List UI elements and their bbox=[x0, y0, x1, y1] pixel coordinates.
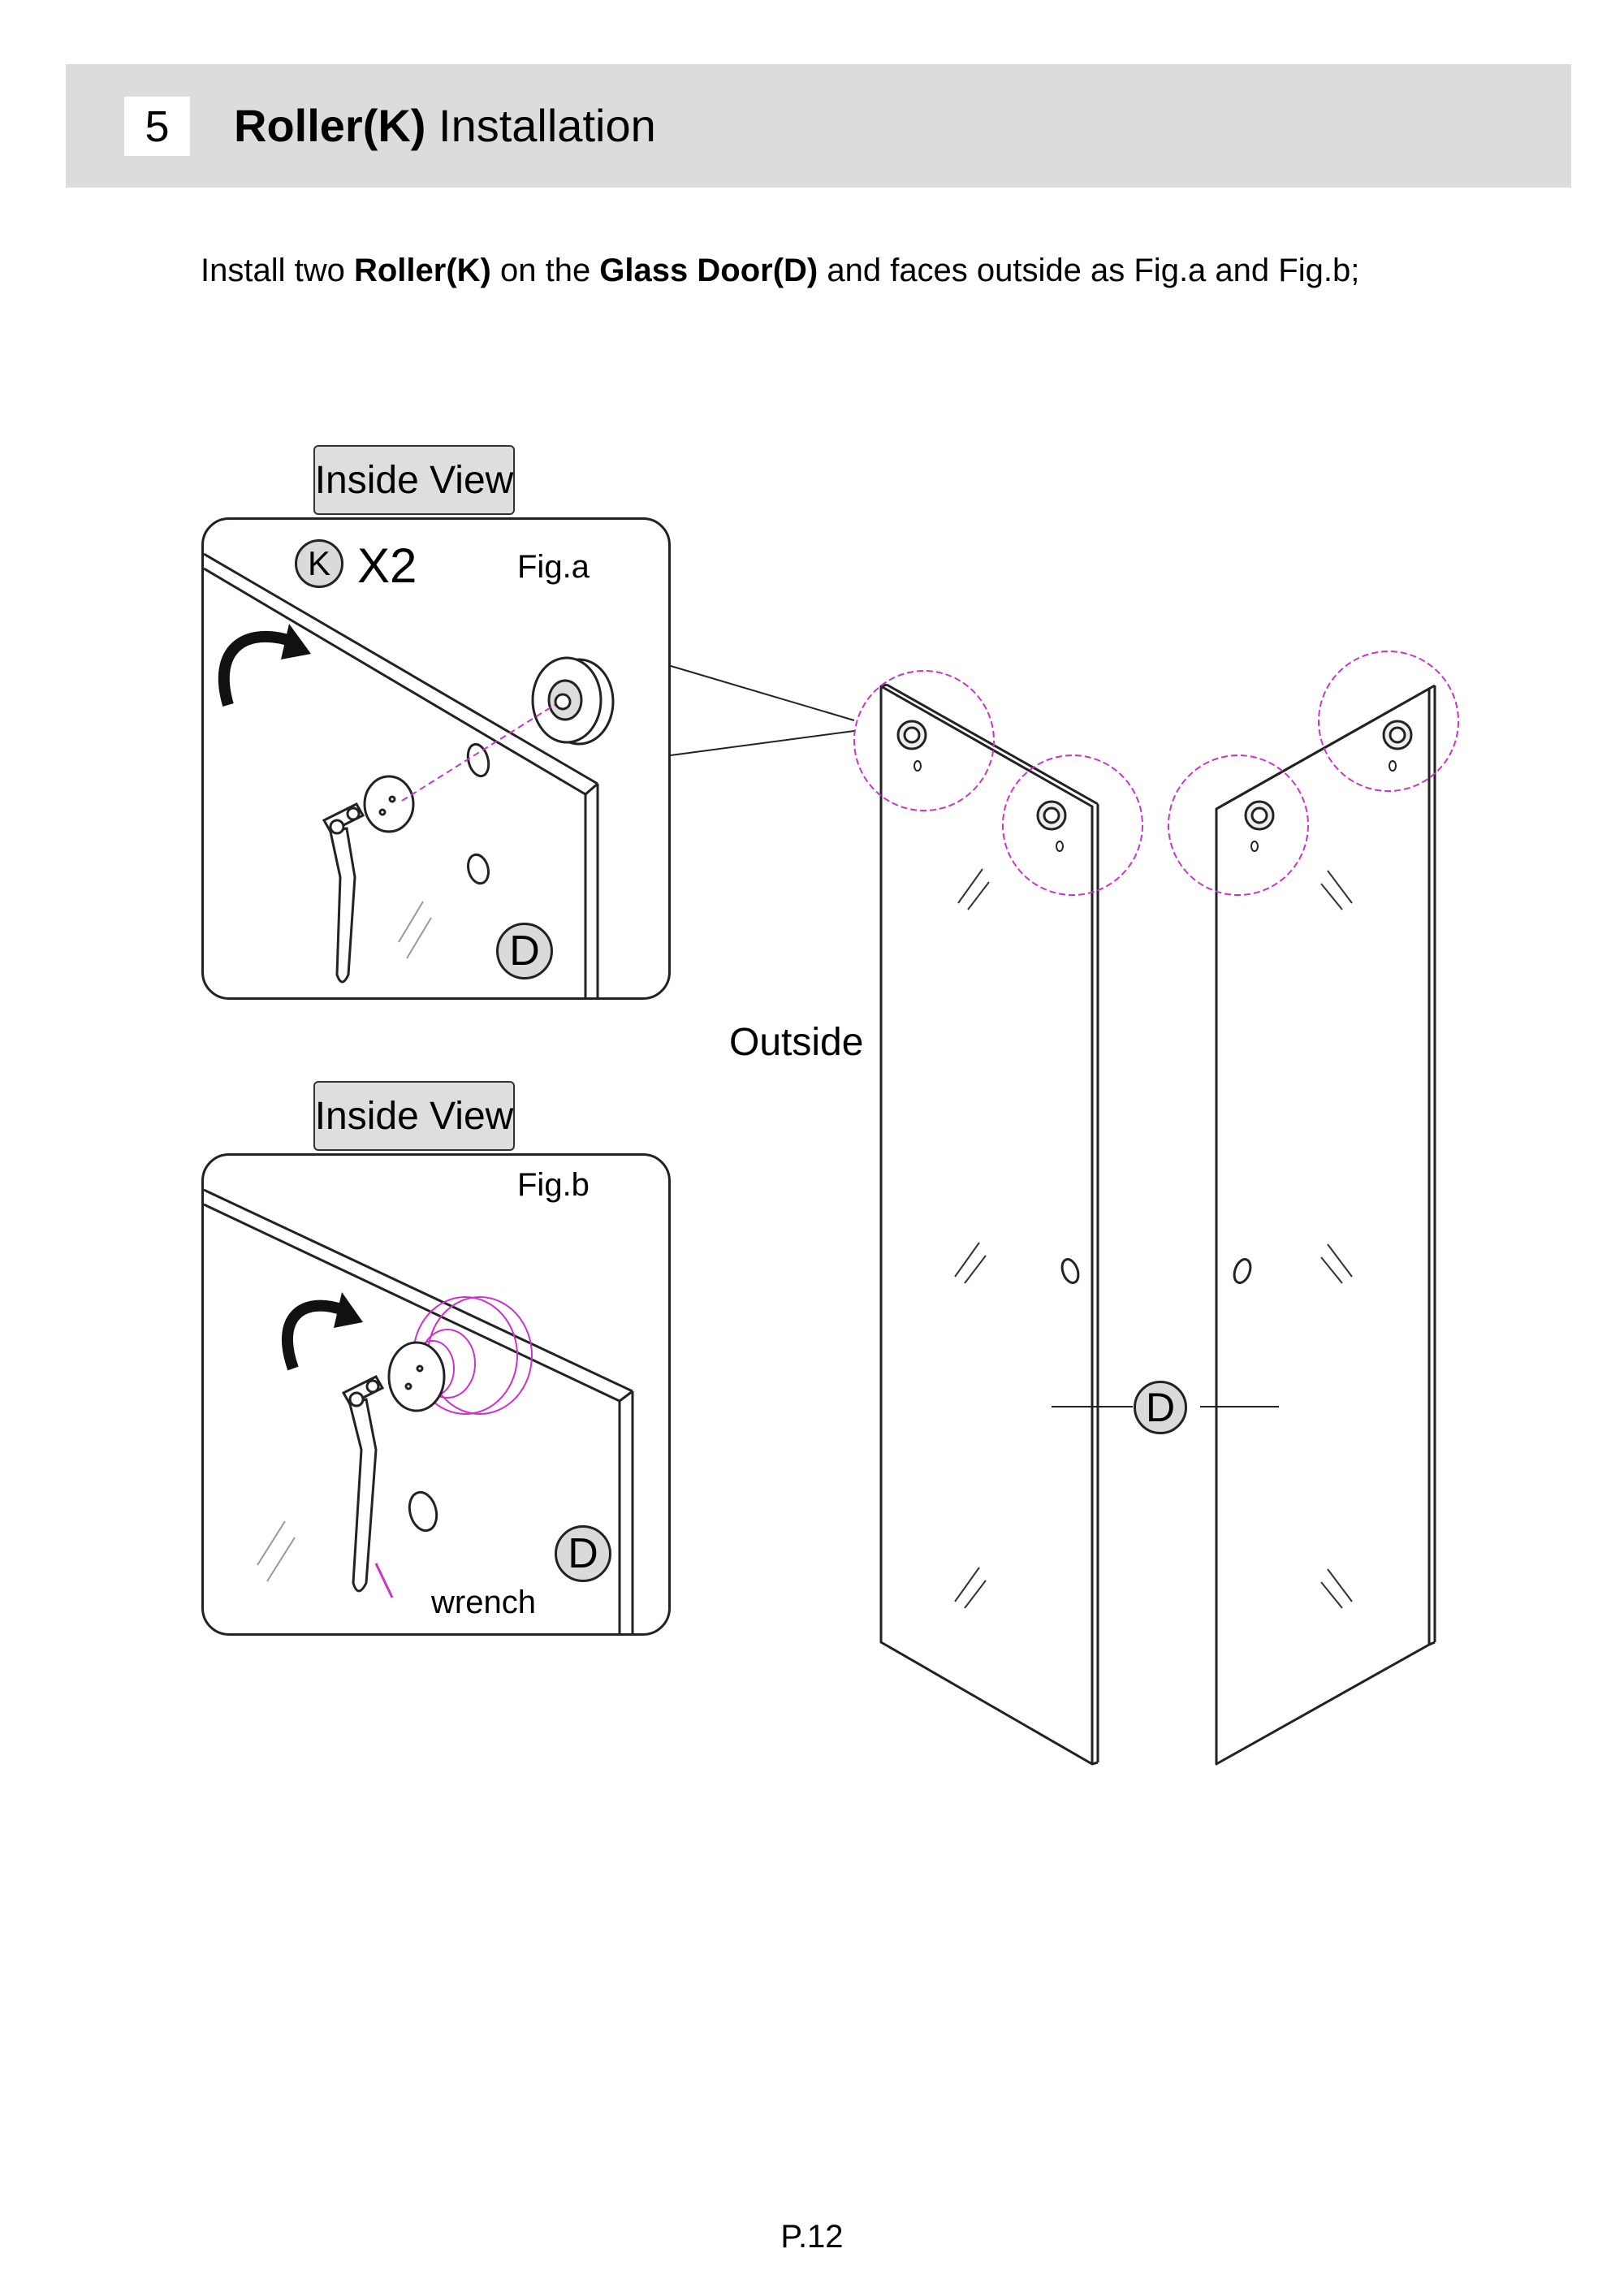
door-d-callout: D bbox=[496, 923, 553, 979]
door-callout: D bbox=[1134, 1381, 1187, 1434]
step-number: 5 bbox=[124, 97, 190, 156]
instruction-roller: Roller(K) bbox=[353, 253, 491, 288]
step-title-rest: Installation bbox=[425, 100, 656, 151]
rotate-arrow bbox=[281, 1299, 346, 1371]
instruction-text: Install two Roller(K) on the Glass Door(… bbox=[201, 248, 1359, 293]
inside-view-tag-a: Inside View bbox=[313, 445, 515, 515]
figure-b-panel: Fig.b D wrench bbox=[201, 1153, 671, 1636]
instruction-part: on the bbox=[490, 253, 600, 288]
page-number: P.12 bbox=[780, 2219, 844, 2255]
step-title-part: Roller(K) bbox=[234, 100, 426, 151]
door-letter: D bbox=[568, 1530, 598, 1577]
wrench-label: wrench bbox=[431, 1585, 536, 1620]
inside-view-tag-b: Inside View bbox=[313, 1081, 515, 1151]
step-header: 5 Roller(K) Installation bbox=[66, 64, 1571, 188]
rotate-arrow bbox=[218, 630, 296, 707]
part-letter: K bbox=[307, 544, 330, 582]
door-letter: D bbox=[1145, 1385, 1176, 1430]
quantity-label: X2 bbox=[357, 538, 417, 593]
figure-a-panel: K X2 Fig.a D bbox=[201, 517, 671, 1000]
instruction-part: and faces outside as Fig.a and Fig.b; bbox=[818, 253, 1360, 288]
view-label: Inside View bbox=[314, 458, 514, 502]
instruction-part: Install two bbox=[201, 253, 354, 288]
door-d-callout: D bbox=[555, 1525, 611, 1582]
part-k-callout: K bbox=[295, 539, 343, 588]
outside-label: Outside bbox=[729, 1021, 864, 1064]
figure-b-drawing bbox=[204, 1188, 634, 1633]
view-label: Inside View bbox=[314, 1094, 514, 1138]
figure-a-caption: Fig.a bbox=[517, 549, 590, 585]
instruction-glass-door: Glass Door(D) bbox=[599, 253, 818, 288]
step-title: Roller(K) Installation bbox=[234, 95, 656, 157]
figure-a-drawing bbox=[204, 552, 615, 997]
door-letter: D bbox=[509, 927, 540, 975]
figure-b-caption: Fig.b bbox=[517, 1167, 590, 1203]
